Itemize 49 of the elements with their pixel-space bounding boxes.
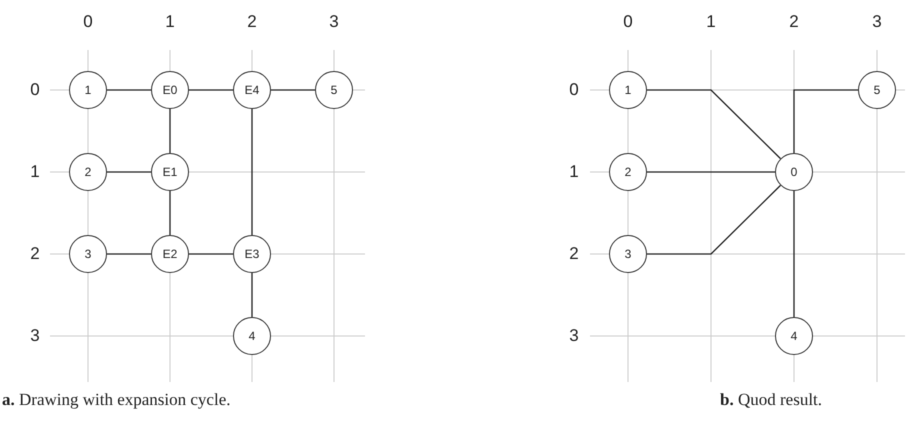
axis-number: 3 — [569, 326, 579, 346]
axis-number: 2 — [569, 244, 579, 264]
node-circle: E2 — [151, 235, 189, 273]
connector-line — [793, 191, 795, 317]
connector-line — [169, 191, 171, 235]
connector-line — [251, 273, 253, 317]
axis-number: 0 — [623, 12, 633, 32]
connector-line — [189, 89, 233, 91]
panel-caption: a. Drawing with expansion cycle. — [2, 390, 230, 410]
connector-line — [107, 171, 151, 173]
node-circle: E1 — [151, 153, 189, 191]
node-circle: 3 — [609, 235, 647, 273]
panel-caption: b. Quod result. — [720, 390, 822, 410]
node-circle: 5 — [315, 71, 353, 109]
connector-line — [647, 171, 775, 173]
connector-line — [793, 89, 858, 153]
node-circle: 4 — [775, 317, 813, 355]
axis-number: 0 — [30, 80, 40, 100]
node-circle: 5 — [858, 71, 896, 109]
node-circle: 3 — [69, 235, 107, 273]
axis-number: 1 — [706, 12, 716, 32]
node-circle: E4 — [233, 71, 271, 109]
connector-line — [251, 109, 253, 235]
node-circle: 2 — [609, 153, 647, 191]
axis-number: 0 — [569, 80, 579, 100]
node-circle: 0 — [775, 153, 813, 191]
connector-line — [647, 184, 781, 255]
axis-number: 3 — [329, 12, 339, 32]
connector-line — [169, 109, 171, 153]
node-circle: 1 — [69, 71, 107, 109]
connector-line — [189, 253, 233, 255]
node-circle: E0 — [151, 71, 189, 109]
axis-number: 0 — [83, 12, 93, 32]
axis-number: 1 — [165, 12, 175, 32]
node-circle: 4 — [233, 317, 271, 355]
connector-line — [107, 253, 151, 255]
connector-line — [647, 89, 781, 160]
node-circle: 2 — [69, 153, 107, 191]
connector-line — [107, 89, 151, 91]
axis-number: 1 — [30, 162, 40, 182]
connector-line — [271, 89, 315, 91]
axis-number: 3 — [872, 12, 882, 32]
axis-number: 2 — [247, 12, 257, 32]
node-circle: 1 — [609, 71, 647, 109]
axis-number: 1 — [569, 162, 579, 182]
node-circle: E3 — [233, 235, 271, 273]
axis-number: 2 — [789, 12, 799, 32]
axis-number: 3 — [30, 326, 40, 346]
axis-number: 2 — [30, 244, 40, 264]
